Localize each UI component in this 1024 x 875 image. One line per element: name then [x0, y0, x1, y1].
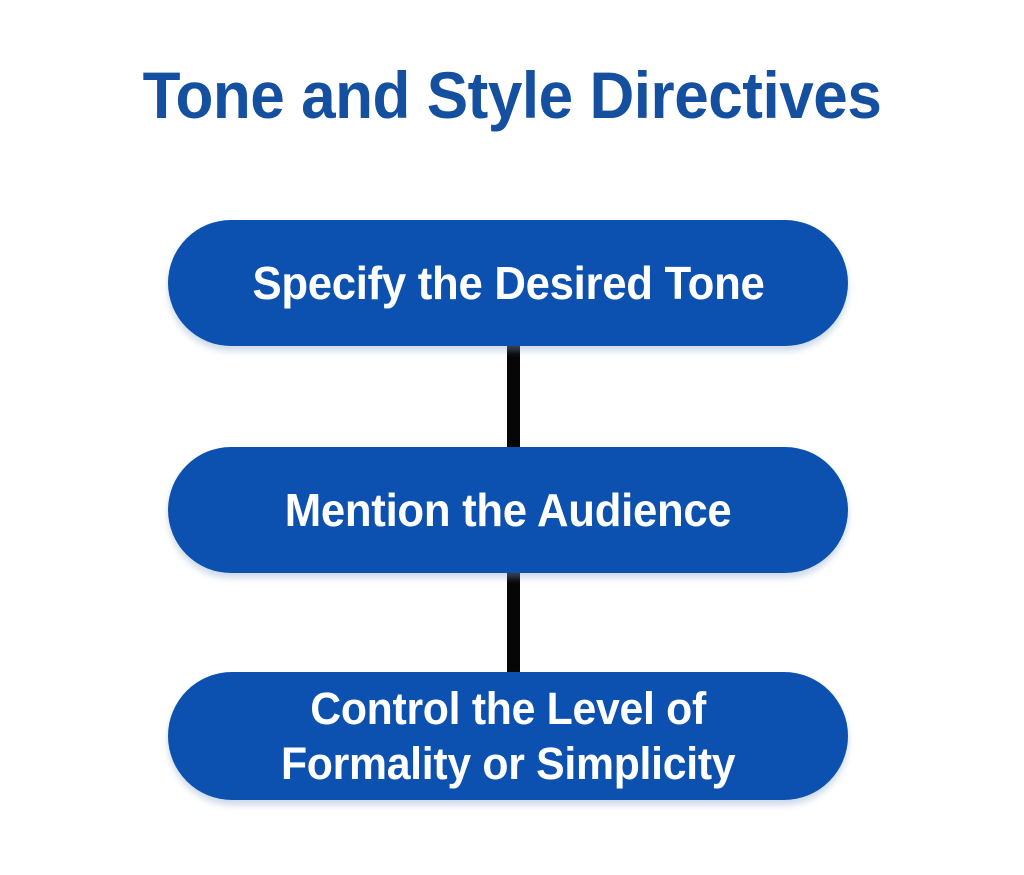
flow-step-label: Control the Level of Formality or Simpli… — [280, 683, 736, 789]
flow-step-label: Mention the Audience — [284, 484, 732, 536]
flow-step-specify-the-desired-tone[interactable]: Specify the Desired Tone — [168, 220, 848, 346]
connector-step1-step2 — [507, 330, 520, 452]
flow-step-mention-the-audience[interactable]: Mention the Audience — [168, 447, 848, 573]
connector-step2-step3 — [507, 560, 520, 678]
flow-step-control-the-level-of-formality-or-simplicity[interactable]: Control the Level of Formality or Simpli… — [168, 672, 848, 800]
page-title: Tone and Style Directives — [142, 58, 882, 132]
flow-step-label: Specify the Desired Tone — [251, 257, 765, 309]
